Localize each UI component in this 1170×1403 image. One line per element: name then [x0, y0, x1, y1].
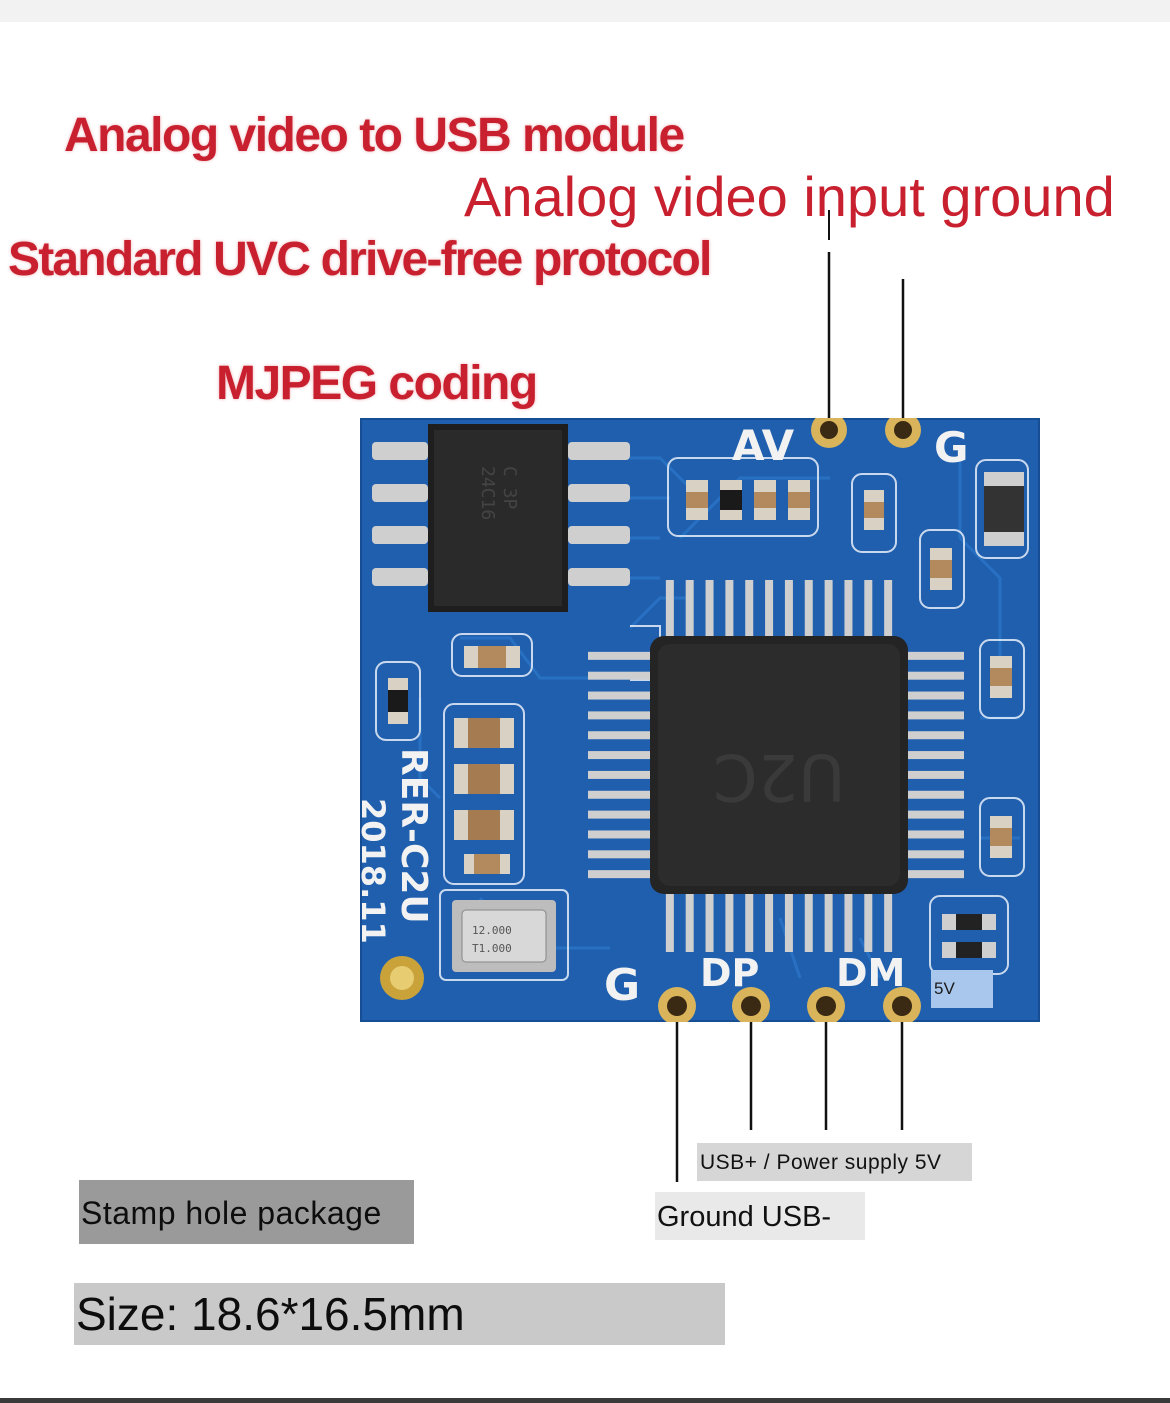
silk-av: AV [732, 421, 795, 470]
svg-text:T1.000: T1.000 [472, 942, 512, 955]
silk-g-bottom: G [604, 960, 640, 1011]
silk-model: RER-C2U [393, 748, 434, 924]
stamp-holes-bottom [658, 987, 921, 1022]
top-passives [686, 472, 1024, 958]
top-status-bar [0, 0, 1170, 22]
svg-text:12.000: 12.000 [472, 924, 512, 937]
silk-g-top: G [934, 423, 968, 472]
label-5v: 5V [931, 970, 993, 1008]
stamp-holes-top [811, 418, 921, 448]
left-passives [388, 646, 520, 874]
pcb-board: C 3P 24C16 [360, 418, 1040, 1022]
feature-coding: MJPEG coding [216, 357, 538, 410]
silk-dm: DM [836, 951, 905, 995]
size-label: Size: 18.6*16.5mm [74, 1283, 725, 1345]
svg-text:24C16: 24C16 [477, 466, 498, 520]
callout-usb-plus-power: USB+ / Power supply 5V [697, 1143, 972, 1181]
feature-protocol: Standard UVC drive-free protocol [8, 233, 712, 286]
module-title: Analog video to USB module [64, 109, 685, 162]
svg-text:C 3P: C 3P [499, 466, 520, 510]
flash-chip: C 3P 24C16 [372, 424, 630, 612]
silk-date: 2018.11 [360, 798, 392, 944]
callout-ground-usb-minus: Ground USB- [655, 1192, 865, 1240]
main-qfp-chip: U2C [588, 580, 964, 952]
crystal-oscillator: 12.000 T1.000 [452, 900, 556, 972]
callout-av-input-ground: Analog video input ground [464, 165, 1115, 228]
bottom-edge [0, 1398, 1170, 1403]
qfp-marking: U2C [713, 739, 845, 813]
stamp-hole-package-label: Stamp hole package [79, 1180, 414, 1244]
